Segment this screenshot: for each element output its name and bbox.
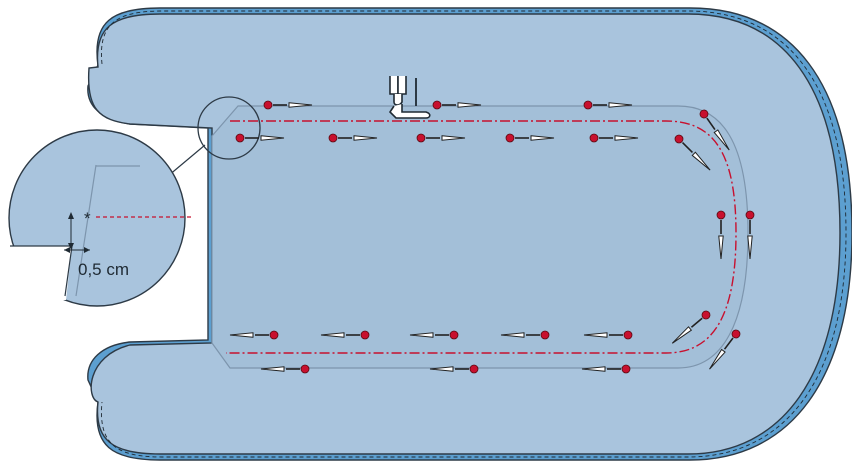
seam-marker: * [84, 209, 91, 228]
seam-allowance-label: 0,5 cm [78, 260, 129, 279]
binding-stitch [101, 10, 847, 458]
stitch-line [226, 120, 737, 354]
magnifier-circle-icon: * 0,5 cm [6, 129, 192, 307]
sewing-machine-presser-foot-icon [388, 76, 431, 119]
zoom-connector [167, 144, 206, 177]
zoom-target-circle [197, 96, 261, 160]
inner-fabric-piece [211, 105, 749, 369]
